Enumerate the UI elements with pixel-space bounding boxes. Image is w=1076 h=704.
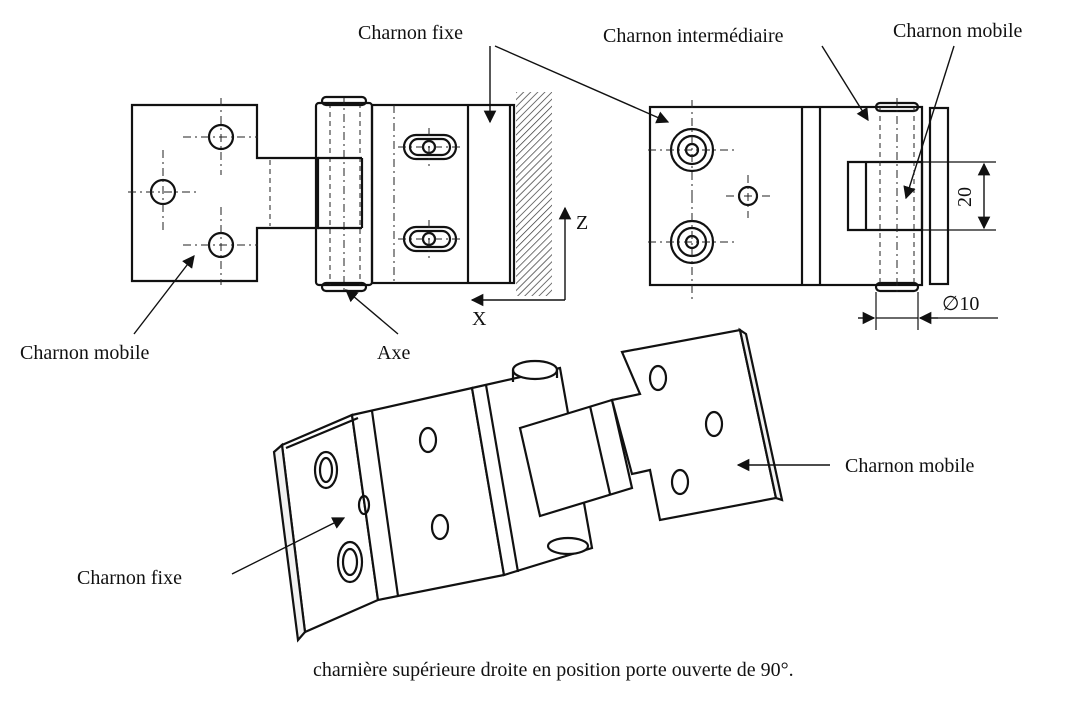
label-axis-x: X: [472, 308, 487, 330]
iso-pin-top: [511, 359, 559, 381]
label-dimension-diameter-10: ∅10: [942, 293, 980, 315]
isometric-view: [272, 327, 784, 643]
wall-hatching: [516, 92, 552, 296]
left-leaf-holes: [128, 98, 258, 285]
iso-holes: [313, 364, 724, 584]
label-axe: Axe: [377, 342, 411, 364]
right-plate-holes: [648, 100, 770, 300]
label-dimension-20: 20: [954, 187, 976, 207]
axe-pin-bottom: [320, 281, 368, 293]
label-charnon-mobile-left: Charnon mobile: [20, 342, 150, 364]
iso-pin-bottom: [546, 536, 590, 556]
left-view: [128, 92, 572, 307]
label-charnon-fixe-top: Charnon fixe: [358, 22, 463, 44]
right-view: [648, 98, 998, 330]
left-fixed-plate: [370, 103, 516, 285]
axe-pin-top: [320, 95, 368, 107]
iso-mobile-tab: [518, 398, 634, 518]
right-mobile-tab: [846, 160, 924, 232]
leader-lines: [133, 45, 955, 575]
label-charnon-fixe-iso: Charnon fixe: [77, 567, 182, 589]
slotted-holes: [398, 128, 462, 258]
label-charnon-intermediaire: Charnon intermédiaire: [603, 25, 784, 47]
label-charnon-mobile-top-right: Charnon mobile: [893, 20, 1023, 42]
figure-caption: charnière supérieure droite en position …: [313, 659, 794, 681]
right-side-plate: [928, 106, 950, 286]
label-charnon-mobile-iso: Charnon mobile: [845, 455, 975, 477]
right-intermediate-plate: [648, 105, 924, 287]
left-mobile-leaf: [130, 103, 320, 283]
label-axis-z: Z: [576, 212, 589, 234]
